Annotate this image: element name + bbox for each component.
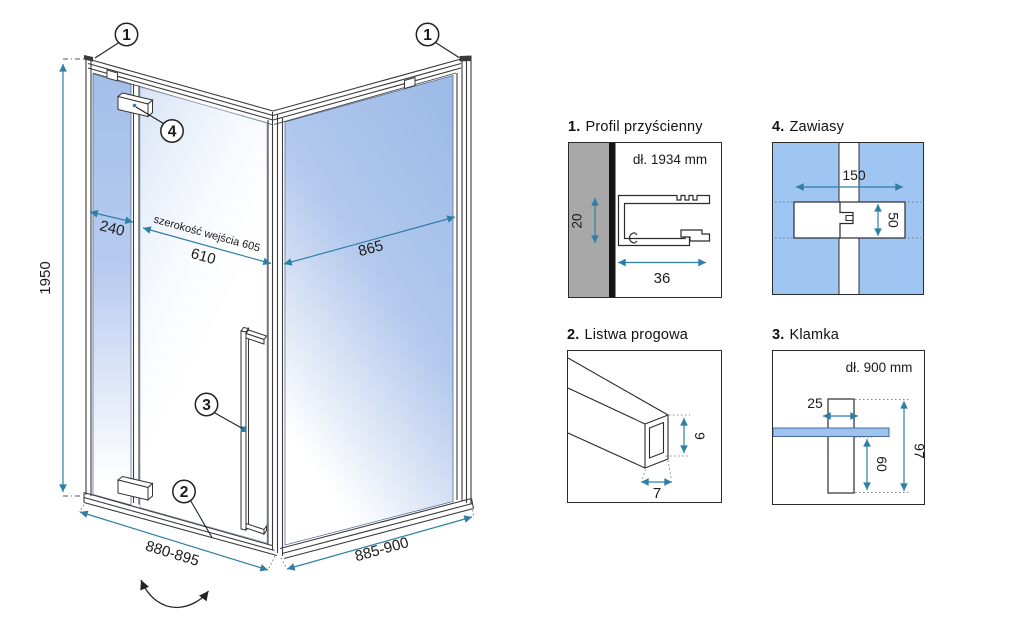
handle-detail: dł. 900 mm 25 60 97	[773, 360, 925, 494]
panel-hinges-title: 4.Zawiasy	[772, 119, 844, 135]
panel-profile-name: Profil przyścienny	[585, 119, 703, 135]
top-frame	[87, 58, 462, 125]
panel-handle: dł. 900 mm 25 60 97	[772, 350, 925, 505]
handle-total-label: 97	[912, 443, 925, 459]
callout-3: 3	[194, 392, 243, 429]
panel-handle-name: Klamka	[789, 327, 840, 343]
dimension-side-line	[89, 209, 134, 225]
profile-height-label: 20	[570, 213, 585, 228]
panel-handle-title: 3.Klamka	[772, 327, 839, 343]
circlip-symbol	[628, 232, 636, 244]
handle-profile	[827, 398, 855, 494]
handle-extensions	[855, 399, 911, 493]
dimension-base-left-line	[79, 510, 269, 572]
panel-threshold-name: Listwa progowa	[584, 327, 689, 343]
handle-offset-label: 60	[874, 456, 890, 472]
svg-text:2: 2	[180, 484, 189, 501]
base-right-extensions	[280, 509, 474, 568]
panel-threshold: 9 7	[567, 350, 722, 503]
panel-hinges-name: Zawiasy	[789, 119, 845, 135]
profile-width-label: 36	[654, 270, 671, 287]
dimension-height-label: 1950	[37, 261, 54, 294]
svg-text:1: 1	[122, 27, 131, 44]
shower-enclosure-drawing: 1950	[37, 22, 475, 609]
panel-threshold-title: 2.Listwa progowa	[567, 327, 688, 343]
glass-clip-left	[106, 69, 118, 82]
threshold-detail: 9 7	[568, 357, 708, 502]
dimension-base-right-line	[286, 515, 473, 571]
threshold-tube	[568, 357, 669, 469]
profile-length-label: dł. 1934 mm	[633, 152, 707, 167]
wall-profile-right	[456, 55, 472, 505]
hinge-bottom	[116, 475, 154, 502]
wall-edge-strip	[609, 143, 616, 297]
threshold-height-label: 9	[692, 432, 708, 440]
wall-surface	[569, 143, 609, 297]
hinges-detail: 150 50	[773, 143, 923, 294]
hinge-top	[116, 92, 154, 118]
dimension-back-label: 865	[356, 237, 385, 260]
hinge-width-label: 150	[842, 167, 866, 183]
handle-leader-marker	[240, 426, 246, 432]
panel-profile-title: 1.Profil przyścienny	[568, 119, 703, 135]
hinge-top-marker	[132, 103, 137, 108]
wall-profile-detail: dł. 1934 mm 20 36	[569, 143, 711, 297]
panel-profile-number: 1.	[568, 119, 581, 135]
callout-1-left: 1	[94, 22, 139, 59]
handle-length-label: dł. 900 mm	[846, 360, 913, 375]
dimension-side-label: 240	[98, 217, 126, 240]
dimension-height	[59, 58, 86, 497]
hinge-height-label: 50	[886, 212, 902, 228]
panel-hinges: 150 50	[772, 142, 924, 295]
dimension-base-left-label: 880-895	[144, 538, 202, 570]
threshold-width-label: 7	[653, 485, 661, 502]
svg-text:3: 3	[202, 397, 211, 414]
handle-width-label: 25	[807, 395, 823, 411]
glass-clip-right	[404, 76, 416, 90]
panel-profile: dł. 1934 mm 20 36	[568, 142, 722, 298]
glass-strip	[773, 427, 890, 437]
side-glass-panel	[92, 73, 132, 506]
corner-post	[267, 112, 284, 556]
svg-text:4: 4	[168, 124, 177, 141]
base-left-extensions	[78, 504, 276, 569]
hinge-extensions	[775, 201, 921, 239]
dimension-base-right-label: 885-900	[353, 534, 411, 565]
dimension-door-line	[142, 226, 272, 266]
handle-bar	[240, 326, 268, 536]
door-swing-arrow	[140, 579, 210, 609]
svg-text:1: 1	[423, 27, 432, 44]
dimension-door-label: 610	[189, 245, 218, 268]
callout-2: 2	[172, 479, 213, 538]
door-frame	[132, 84, 140, 505]
hinge-notch-cut	[845, 214, 853, 222]
profile-clip-piece	[680, 229, 711, 242]
hinge-notch	[839, 202, 854, 238]
back-glass-panel	[284, 74, 454, 546]
panel-threshold-number: 2.	[567, 327, 580, 343]
wall-profile-left	[84, 55, 93, 496]
panel-hinges-number: 4.	[772, 119, 785, 135]
dimension-back-line	[283, 215, 456, 266]
panel-handle-number: 3.	[772, 327, 785, 343]
callout-4: 4	[135, 106, 184, 143]
callout-1-right: 1	[415, 22, 460, 58]
